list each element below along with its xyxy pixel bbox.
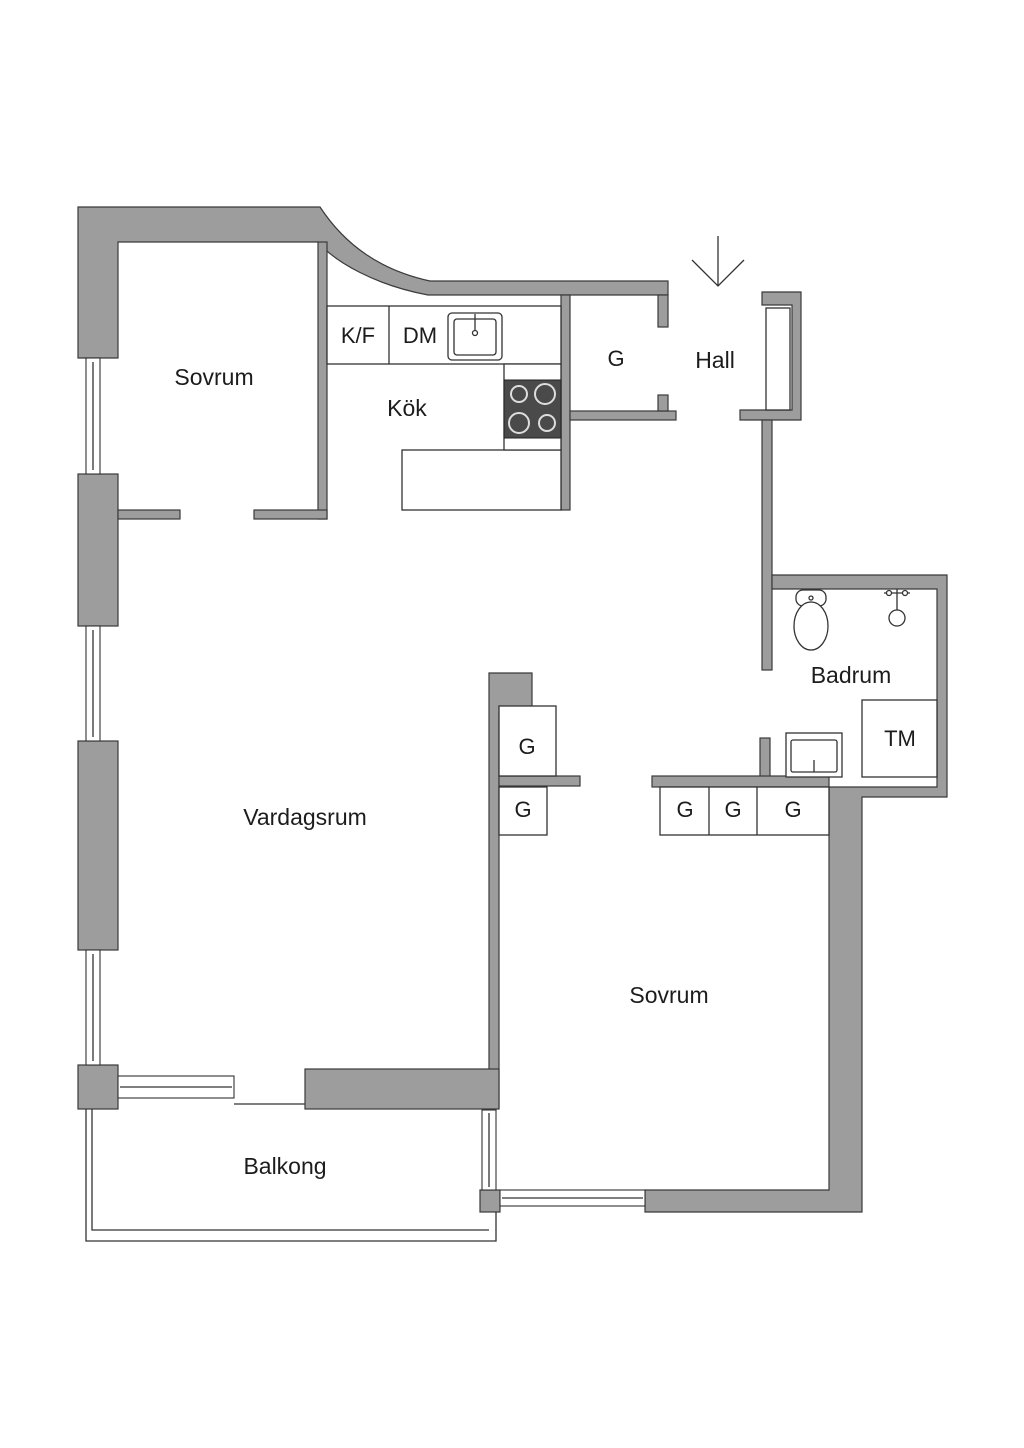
closet-label-living-upper: G xyxy=(518,734,535,759)
room-label-sovrum-bottom: Sovrum xyxy=(629,982,708,1008)
kitchen-counter-top xyxy=(326,305,562,365)
windows xyxy=(85,357,646,1207)
wall-bedroom-corner xyxy=(479,1189,501,1213)
fixture-label-tm: TM xyxy=(884,726,916,751)
closet-bedroom xyxy=(659,786,830,836)
wall-hall-east xyxy=(761,419,773,671)
room-label-sovrum-top: Sovrum xyxy=(174,364,253,390)
room-label-hall: Hall xyxy=(695,347,735,373)
room-label-vardagsrum: Vardagsrum xyxy=(243,804,367,830)
balcony-outline xyxy=(85,1109,497,1242)
wall-closet-jamb xyxy=(657,394,669,412)
closet-label-bedroom-2: G xyxy=(724,797,741,822)
fixture-label-dm: DM xyxy=(403,323,437,348)
closet-living-upper xyxy=(498,705,557,777)
wall-sovrum-stub-left xyxy=(117,509,181,520)
washing-machine xyxy=(861,699,938,778)
entrance-arrow-icon xyxy=(691,236,745,287)
closets xyxy=(498,705,830,836)
hall-wardrobe xyxy=(765,307,791,411)
walls xyxy=(77,206,948,1213)
wall-closet-shelf-left xyxy=(498,775,581,787)
room-label-badrum: Badrum xyxy=(811,662,892,688)
wall-living-bottom xyxy=(304,1068,500,1110)
wall-top-entry-stub xyxy=(657,294,669,328)
kitchen-counter-bottom xyxy=(401,449,562,511)
closet-label-bedroom-3: G xyxy=(784,797,801,822)
wall-left-2 xyxy=(77,740,119,951)
wall-kok-closet xyxy=(560,294,571,511)
stove-icon xyxy=(503,379,562,439)
wall-left-1 xyxy=(77,473,119,627)
wall-hall-right xyxy=(739,291,802,421)
sink-icon xyxy=(447,312,503,361)
room-label-balkong: Balkong xyxy=(243,1153,326,1179)
closet-label-bedroom-1: G xyxy=(676,797,693,822)
balcony-inner xyxy=(91,1109,489,1231)
wall-left-3 xyxy=(77,1064,119,1110)
closet-living-lower xyxy=(498,786,548,836)
wall-closet-shelf-right xyxy=(651,775,830,788)
closet-label-hall: G xyxy=(607,346,624,371)
labels: Sovrum Kök Hall Badrum Vardagsrum Sovrum… xyxy=(174,323,916,1179)
fixture-label-kf: K/F xyxy=(341,323,375,348)
closet-label-living-lower: G xyxy=(514,797,531,822)
washbasin-icon xyxy=(785,732,843,778)
wall-sovrum-stub-right xyxy=(253,509,328,520)
kitchen xyxy=(326,305,562,511)
shower-icon xyxy=(884,589,910,627)
toilet-icon xyxy=(793,589,829,651)
wall-sovrum-kok xyxy=(317,241,328,520)
room-label-kok: Kök xyxy=(387,395,427,421)
wall-bathroom xyxy=(644,574,948,1213)
wall-closet-bottom xyxy=(569,410,677,421)
